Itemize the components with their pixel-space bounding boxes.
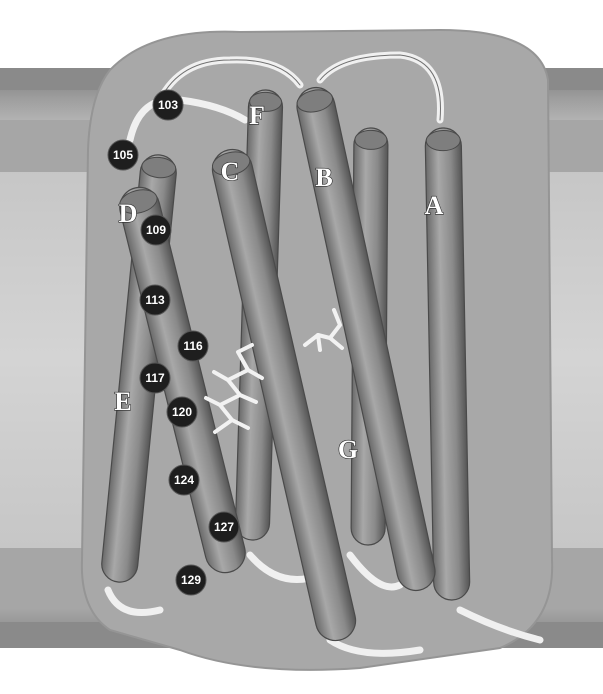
residue-number: 116 bbox=[183, 339, 203, 353]
residue-number: 113 bbox=[145, 293, 165, 307]
residue-marker: 117 bbox=[140, 363, 170, 393]
residue-marker: 105 bbox=[108, 140, 138, 170]
residue-number: 105 bbox=[113, 148, 133, 162]
helix-a-cap bbox=[426, 130, 460, 151]
residue-marker: 109 bbox=[141, 215, 171, 245]
residue-marker: 113 bbox=[140, 285, 170, 315]
helix-label-c: C bbox=[221, 157, 240, 186]
helix-label-e: E bbox=[114, 387, 131, 416]
residue-marker: 129 bbox=[176, 565, 206, 595]
residue-marker: 116 bbox=[178, 331, 208, 361]
residue-marker: 103 bbox=[153, 90, 183, 120]
helix-g-cap bbox=[355, 130, 387, 149]
residue-number: 127 bbox=[214, 520, 234, 534]
residue-number: 103 bbox=[158, 98, 178, 112]
residue-number: 109 bbox=[146, 223, 166, 237]
helix-label-g: G bbox=[338, 435, 358, 464]
residue-number: 117 bbox=[145, 371, 165, 385]
residue-number: 120 bbox=[172, 405, 192, 419]
helix-label-b: B bbox=[315, 163, 332, 192]
residue-number: 129 bbox=[181, 573, 201, 587]
residue-marker: 127 bbox=[209, 512, 239, 542]
helix-label-d: D bbox=[119, 199, 138, 228]
helix-label-a: A bbox=[425, 191, 444, 220]
residue-marker: 120 bbox=[167, 397, 197, 427]
residue-marker: 124 bbox=[169, 465, 199, 495]
residue-number: 124 bbox=[174, 473, 194, 487]
helix-label-f: F bbox=[249, 101, 265, 130]
